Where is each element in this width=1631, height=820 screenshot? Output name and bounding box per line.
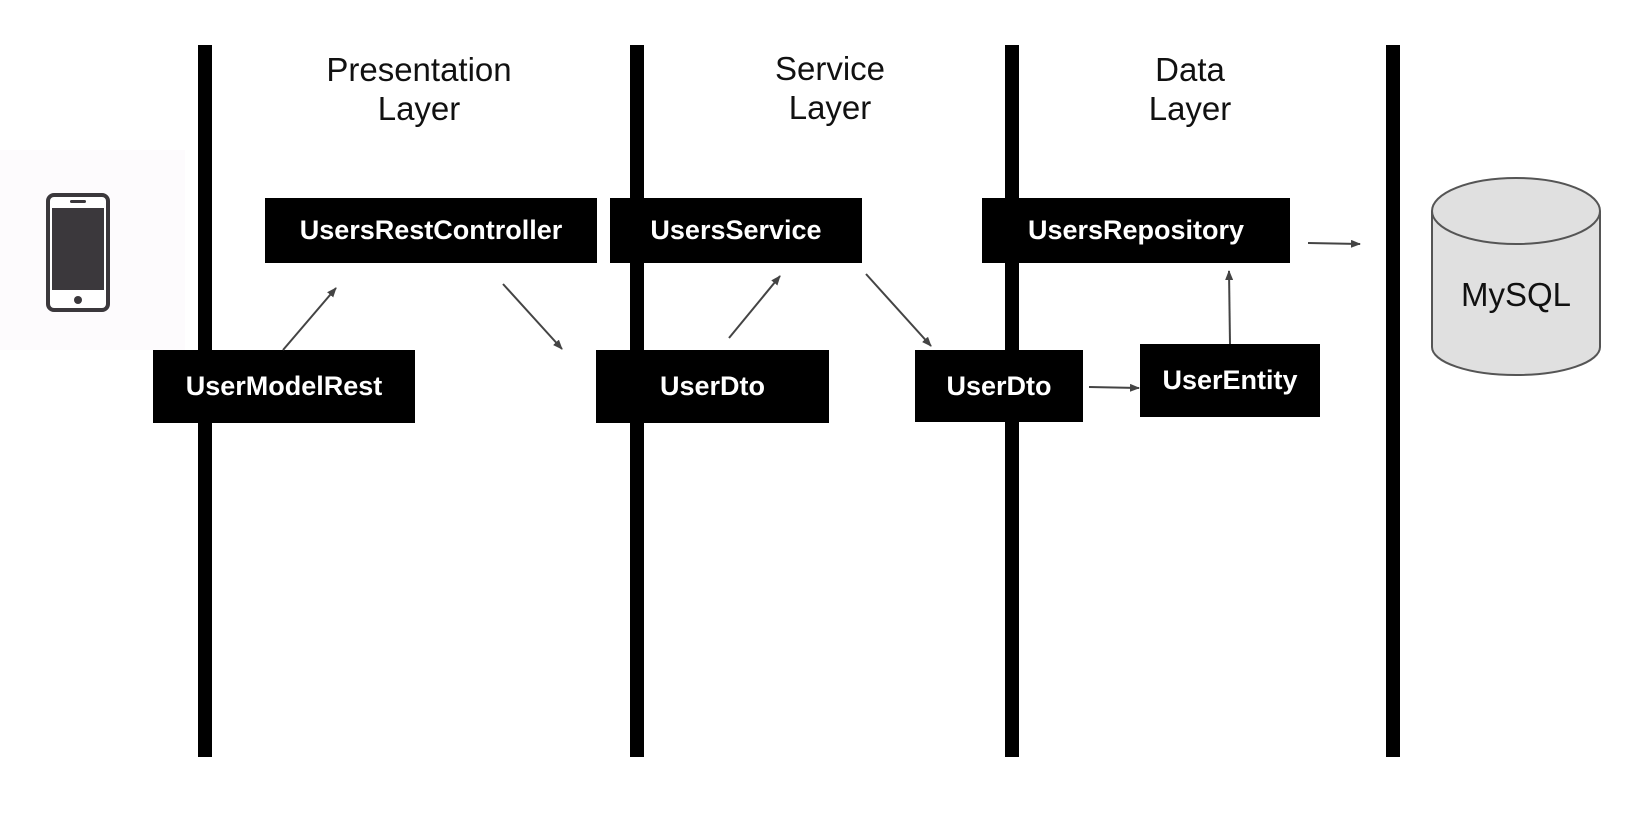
arrow-dto-to-service [728,275,781,339]
layer-title-line2: Layer [788,89,872,126]
arrow-entity-to-repository [1225,270,1234,345]
user-dto-data-box: UserDto [915,350,1083,422]
users-rest-controller-box: UsersRestController [265,198,597,263]
client-panel [0,150,185,350]
presentation-layer-title: Presentation Layer [289,50,549,128]
layer-title-line1: Data [1155,51,1225,88]
arrow-repository-to-database [1307,239,1361,248]
users-repository-box: UsersRepository [982,198,1290,263]
user-entity-box: UserEntity [1140,344,1320,417]
layer-title-line2: Layer [377,90,461,127]
user-dto-service-box: UserDto [596,350,829,423]
users-service-box: UsersService [610,198,862,263]
smartphone-icon [46,193,110,312]
arrow-modelrest-to-controller [282,287,337,351]
arrow-service-to-data-dto [865,273,932,347]
layer-boundary-line-4 [1386,45,1400,757]
user-model-rest-box: UserModelRest [153,350,415,423]
data-layer-title: Data Layer [1060,50,1320,128]
layer-title-line2: Layer [1148,90,1232,127]
layer-title-line1: Presentation [326,51,512,88]
layer-title-line1: Service [774,50,886,87]
arrow-controller-to-dto [502,283,563,350]
arrow-dto-to-entity [1088,383,1140,392]
database-label: MySQL [1460,276,1572,313]
service-layer-title: Service Layer [700,49,960,127]
